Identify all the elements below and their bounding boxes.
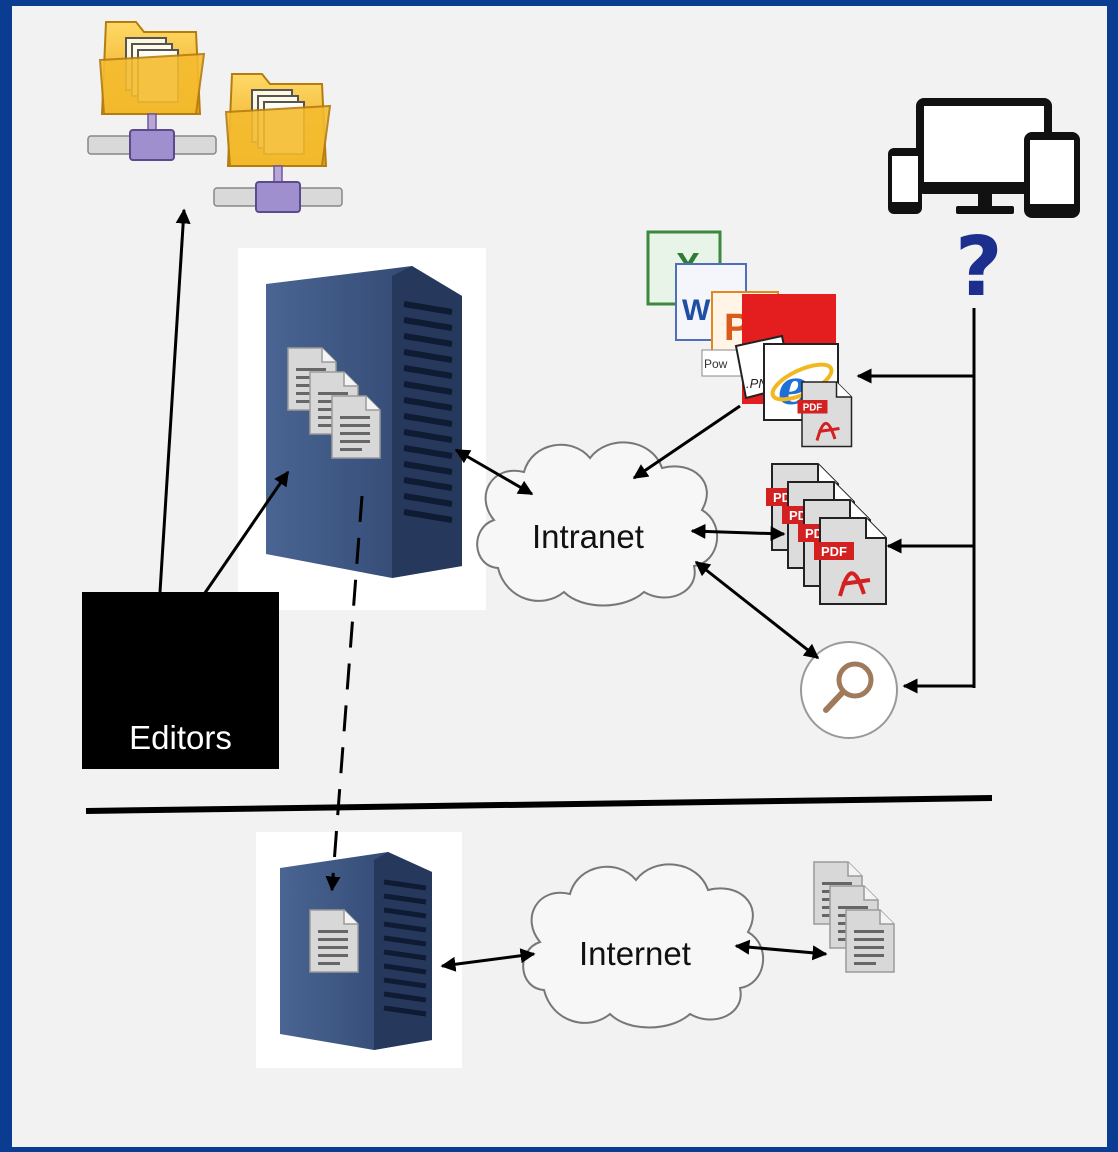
intranet-pdf-arrow (690, 523, 786, 542)
svg-text:Pow: Pow (704, 357, 728, 371)
internet-server (256, 832, 462, 1068)
search-icon[interactable] (800, 641, 898, 739)
internet-label: Internet (579, 935, 691, 972)
internet-cloud (522, 863, 765, 1029)
svg-text:W: W (682, 294, 711, 327)
docs-to-intranet-arrow (632, 404, 741, 480)
connectors (158, 208, 976, 972)
separator-line (85, 795, 993, 814)
internet-docs-arrow (734, 939, 828, 961)
main-server (238, 248, 486, 610)
editors-to-folders-arrow (158, 208, 191, 593)
question-mark-icon: ? (955, 220, 1003, 315)
architecture-diagram: PDF (82, 21, 1080, 1068)
server-internet-arrow (440, 948, 536, 972)
editors-box: Editors (82, 592, 279, 769)
office-documents-icon: X W P Pow .PNG e (646, 230, 853, 448)
diagram-canvas: PDF (12, 6, 1107, 1147)
server-to-internet-server-arrow (325, 495, 364, 892)
editors-label: Editors (129, 719, 232, 756)
intranet-label: Intranet (532, 518, 644, 555)
network-folder-icon (213, 73, 343, 213)
devices-icon (888, 98, 1080, 218)
server-intranet-arrow (454, 448, 534, 496)
intranet-search-arrow (694, 560, 820, 660)
network-folder-icon (87, 21, 217, 161)
document-stack-icon (813, 861, 895, 973)
